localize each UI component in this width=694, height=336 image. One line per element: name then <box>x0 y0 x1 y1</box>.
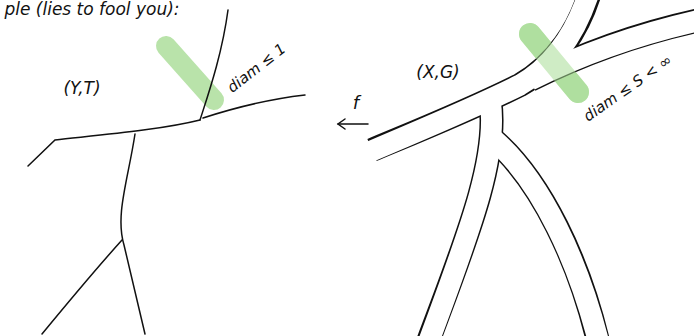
space-label: (X,G) <box>416 63 460 82</box>
tree-edge <box>203 95 305 118</box>
tree-x-inside <box>360 0 694 336</box>
diameter-note: diam ≤ 1 <box>223 39 291 97</box>
tree-y <box>28 10 305 334</box>
ball-strip <box>530 34 578 92</box>
tree-edge <box>42 240 122 334</box>
space-label: (Y,T) <box>63 79 100 98</box>
ball-strip <box>166 46 214 100</box>
tree-edge <box>121 134 145 334</box>
map-name: f <box>353 93 359 113</box>
map-arrow <box>338 119 368 129</box>
diameter-note: diam ≤ S < ∞ <box>579 50 677 125</box>
tree-edge <box>28 120 200 166</box>
tree-edge <box>200 10 228 120</box>
cut-off-heading: ple (lies to fool you): <box>4 0 179 19</box>
